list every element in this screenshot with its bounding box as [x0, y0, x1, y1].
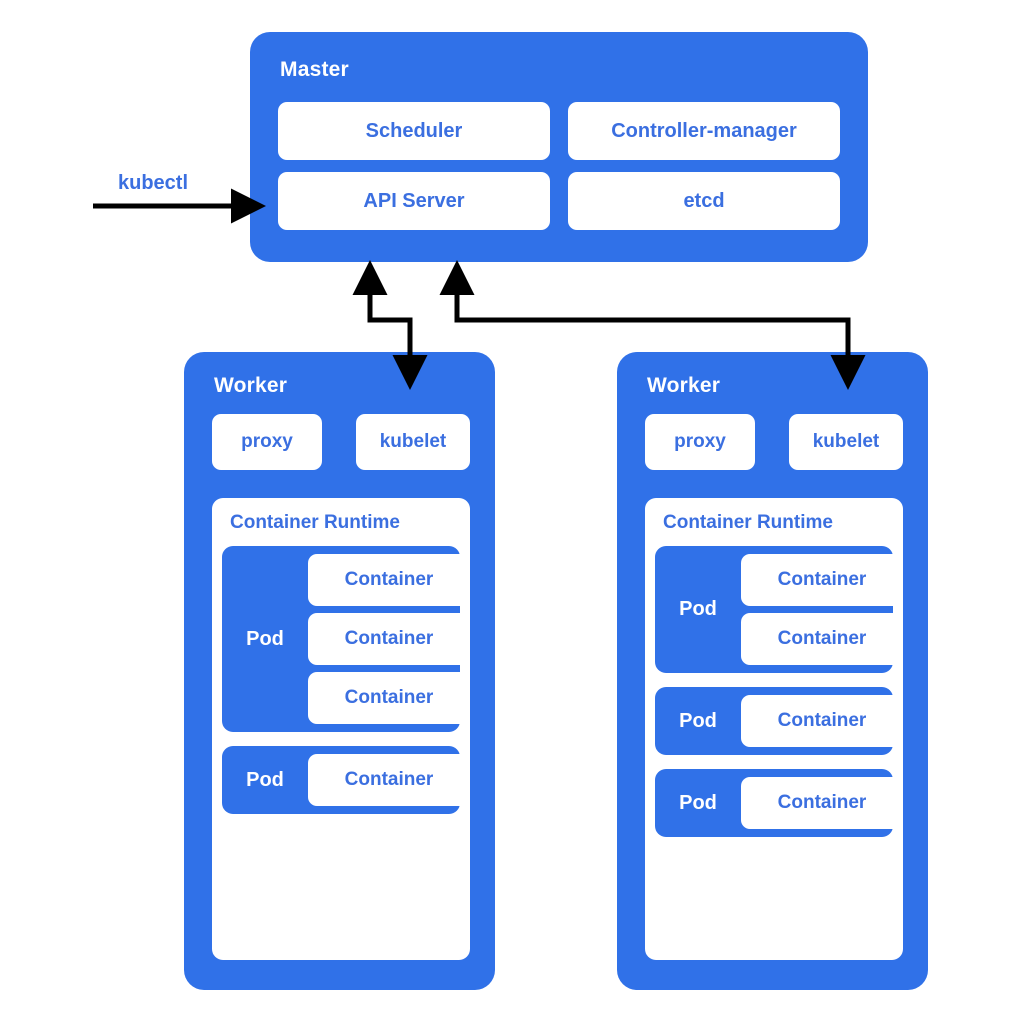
pod-label: Pod	[679, 791, 717, 814]
worker-agent-proxy[interactable]: proxy	[645, 414, 755, 470]
container-runtime-panel: Container Runtime Pod Container Containe…	[212, 498, 470, 960]
container-chip[interactable]: Container	[741, 613, 903, 665]
container-runtime-title: Container Runtime	[663, 512, 833, 533]
master-node[interactable]: Master Scheduler Controller-manager API …	[250, 32, 868, 262]
pod-list: Pod Container Container Container	[222, 546, 470, 814]
container-chip[interactable]: Container	[741, 695, 903, 747]
kubectl-label: kubectl	[118, 172, 189, 194]
pod[interactable]: Pod Container	[222, 746, 470, 814]
container-runtime-title: Container Runtime	[230, 512, 400, 533]
master-node-title: Master	[280, 58, 349, 81]
container-label: Container	[344, 628, 434, 649]
master-component-label: etcd	[683, 189, 725, 212]
worker-agent-proxy[interactable]: proxy	[212, 414, 322, 470]
worker-node-title: Worker	[647, 374, 721, 397]
master-component-controller-manager[interactable]: Controller-manager	[568, 102, 840, 160]
pod-container-list: Container	[741, 777, 903, 829]
worker-node-left[interactable]: Worker proxy kubelet Container Runtime P…	[184, 352, 495, 990]
pod-label: Pod	[679, 598, 717, 620]
master-component-label: Scheduler	[365, 119, 463, 142]
pod[interactable]: Pod Container	[655, 769, 903, 837]
container-label: Container	[344, 569, 434, 590]
master-component-label: API Server	[363, 189, 465, 212]
pod-label: Pod	[246, 768, 284, 791]
container-chip[interactable]: Container	[308, 613, 470, 665]
container-runtime-panel: Container Runtime Pod Container Containe…	[645, 498, 903, 960]
container-chip[interactable]: Container	[308, 672, 470, 724]
worker-agent-label: kubelet	[812, 431, 880, 452]
pod-container-list: Container	[741, 695, 903, 747]
master-component-scheduler[interactable]: Scheduler	[278, 102, 550, 160]
container-label: Container	[344, 769, 434, 790]
worker-agent-row: proxy kubelet	[212, 414, 470, 470]
container-chip[interactable]: Container	[308, 754, 470, 806]
master-component-grid: Scheduler Controller-manager API Server …	[278, 102, 840, 230]
pod-container-list: Container Container	[741, 554, 903, 665]
master-component-api-server[interactable]: API Server	[278, 172, 550, 230]
worker-agent-label: proxy	[241, 431, 293, 452]
pod[interactable]: Pod Container Container Container	[222, 546, 470, 732]
worker-agent-label: kubelet	[379, 431, 447, 452]
worker-agent-kubelet[interactable]: kubelet	[789, 414, 903, 470]
pod-label: Pod	[679, 709, 717, 732]
container-chip[interactable]: Container	[741, 554, 903, 606]
worker-agent-label: proxy	[674, 431, 726, 452]
worker-agent-kubelet[interactable]: kubelet	[356, 414, 470, 470]
container-label: Container	[344, 687, 434, 708]
worker-node-title: Worker	[214, 374, 288, 397]
pod[interactable]: Pod Container Container	[655, 546, 903, 673]
container-chip[interactable]: Container	[741, 777, 903, 829]
pod-container-list: Container Container Container	[308, 554, 470, 724]
pod-label: Pod	[246, 627, 284, 650]
pod-list: Pod Container Container Pod Con	[655, 546, 903, 837]
container-label: Container	[777, 569, 867, 590]
worker-node-right[interactable]: Worker proxy kubelet Container Runtime P…	[617, 352, 928, 990]
pod-container-list: Container	[308, 754, 470, 806]
worker-agent-row: proxy kubelet	[645, 414, 903, 470]
container-label: Container	[777, 710, 867, 731]
master-component-label: Controller-manager	[611, 119, 797, 142]
container-label: Container	[777, 628, 867, 649]
container-label: Container	[777, 792, 867, 813]
master-component-etcd[interactable]: etcd	[568, 172, 840, 230]
container-chip[interactable]: Container	[308, 554, 470, 606]
pod[interactable]: Pod Container	[655, 687, 903, 755]
